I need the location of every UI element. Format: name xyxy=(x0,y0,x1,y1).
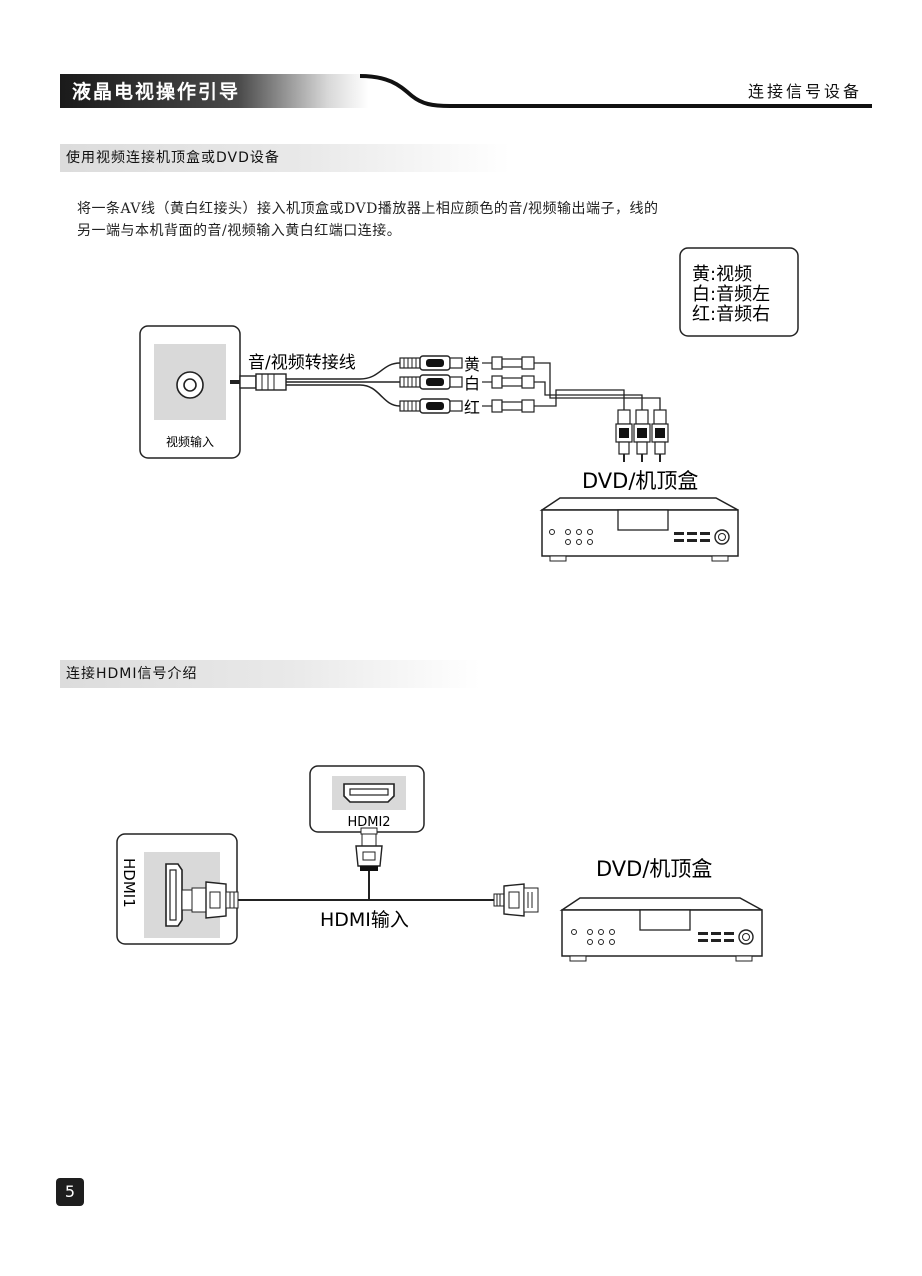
rca-plug-white-icon xyxy=(399,374,463,390)
paragraph-line: 另一端与本机背面的音/视频输入黄白红端口连接。 xyxy=(77,223,402,239)
page-number: 5 xyxy=(56,1178,84,1206)
section2-title: 连接HDMI信号介绍 xyxy=(66,666,198,682)
section1-paragraph: 将一条AV线（黄白红接头）接入机顶盒或DVD播放器上相应颜色的音/视频输出端子，… xyxy=(77,198,837,242)
rca-cable-end-icon xyxy=(482,356,540,413)
header-bar xyxy=(60,74,872,108)
hdmi-cable-label: HDMI输入 xyxy=(320,909,409,931)
rca-plug-red-icon xyxy=(399,398,463,414)
rca-wires xyxy=(540,362,661,410)
section1-title: 使用视频连接机顶盒或DVD设备 xyxy=(66,150,280,166)
device-label: DVD/机顶盒 xyxy=(596,857,712,881)
cable-label: 音/视频转接线 xyxy=(248,353,356,373)
hdmi-plug-right-icon xyxy=(493,883,539,917)
dvd-player-icon xyxy=(539,497,739,562)
section1-bar: 使用视频连接机顶盒或DVD设备 xyxy=(60,144,510,172)
hdmi1-label: HDMI1 xyxy=(120,858,138,908)
paragraph-line: 将一条AV线（黄白红接头）接入机顶盒或DVD播放器上相应颜色的音/视频输出端子，… xyxy=(77,201,659,217)
plug-color-label: 白 xyxy=(464,374,480,393)
dvd-player-icon xyxy=(559,897,763,962)
header-section-title: 连接信号设备 xyxy=(747,82,862,101)
legend-line: 白:音频左 xyxy=(692,284,770,305)
tv-port-label: 视频输入 xyxy=(166,434,214,449)
color-legend-box xyxy=(679,247,799,337)
device-label: DVD/机顶盒 xyxy=(582,469,698,493)
av-jack-icon xyxy=(176,371,204,399)
section2-bar: 连接HDMI信号介绍 xyxy=(60,660,480,688)
hdmi2-port-icon xyxy=(343,783,395,803)
plug-color-label: 红 xyxy=(464,398,480,417)
hdmi-plug-vertical-icon xyxy=(355,827,383,900)
legend-line: 黄:视频 xyxy=(692,264,752,285)
rca-vertical-plugs-icon xyxy=(615,409,669,462)
header-title: 液晶电视操作引导 xyxy=(72,81,241,103)
av-connection-diagram: 黄:视频 白:音频左 红:音频右 视频输入 音/视频转接线 xyxy=(139,247,799,562)
plug-color-label: 黄 xyxy=(464,355,480,374)
hdmi-connection-diagram: HDMI1 HDMI2 HDMI输入 DVD/机顶盒 xyxy=(116,765,763,962)
hdmi2-label: HDMI2 xyxy=(347,815,390,830)
hdmi1-port-icon xyxy=(165,863,183,927)
hdmi-plug-left-icon xyxy=(181,881,239,919)
rca-plug-yellow-icon xyxy=(399,355,463,371)
av-split-cable xyxy=(286,362,401,407)
legend-line: 红:音频右 xyxy=(692,304,770,325)
